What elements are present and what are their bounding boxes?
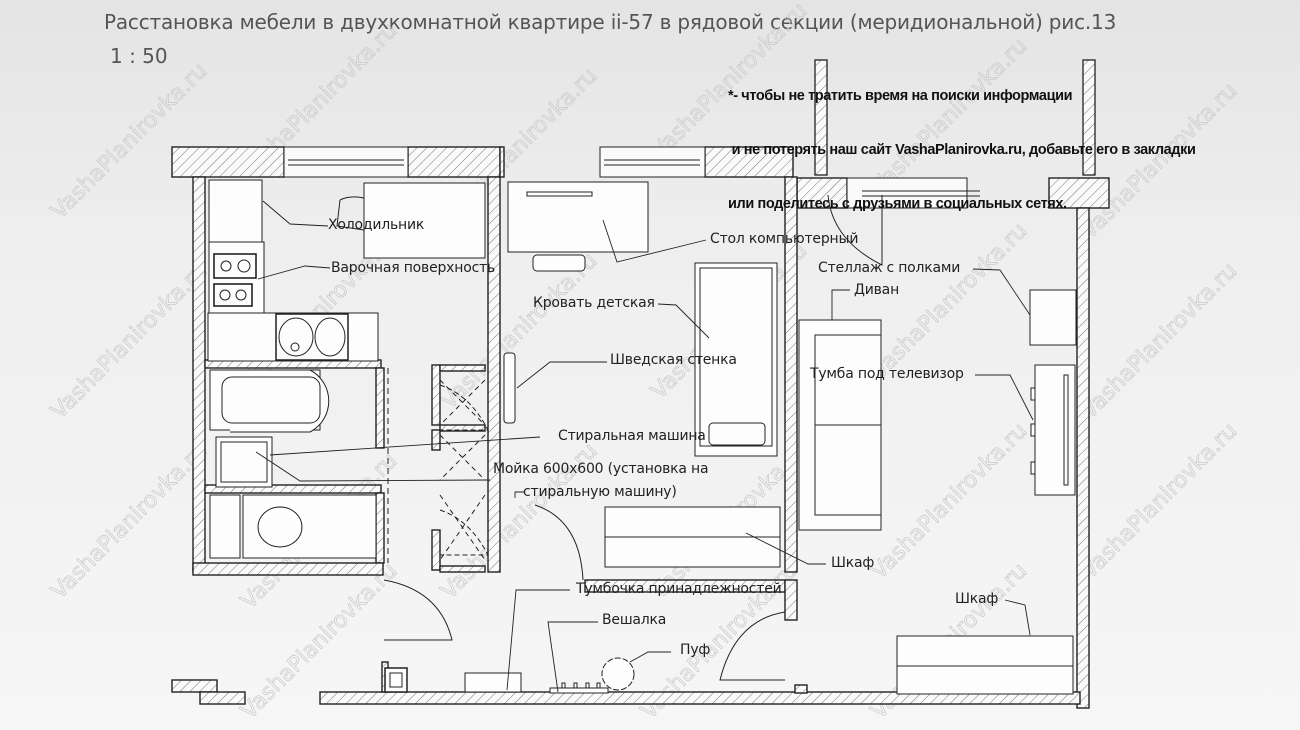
label-washing-machine: Стиральная машина [558,428,706,444]
tv-stand [1034,364,1076,496]
window-kitchen [283,146,409,178]
wall-bath-wc [204,484,382,494]
wardrobe-living [896,635,1074,695]
label-pouf: Пуф [680,642,711,658]
label-accessories-cabinet: Тумбочка принадлежностей [576,581,782,597]
fridge [208,179,263,243]
shelving [1029,289,1077,346]
door-child [534,504,584,581]
watermark-text: VashaPlanirovka.ru [47,438,213,604]
doors [383,194,883,681]
pouf [601,657,635,691]
cooktop-bottom [213,283,253,307]
accessories-cabinet [464,672,522,693]
bookmark-note: *- чтобы не тратить время на поиски инфо… [728,51,1196,231]
door-entry-bath [383,579,453,641]
swedish-wall [503,352,516,424]
wall-right [1076,207,1090,709]
watermark-text: VashaPlanirovka.ru [1077,258,1243,424]
label-wardrobe-child: Шкаф [831,555,875,571]
label-fridge: Холодильник [328,217,425,233]
wall-top-child-right [704,146,794,178]
note-line-3: или поделитесь с друзьями в социальных с… [728,196,1067,212]
label-sink-line-2: стиральную машину) [523,484,677,500]
balcony [814,59,1096,176]
wall-bottom [319,691,1081,705]
label-computer-desk: Стол компьютерный [710,231,859,247]
walls [171,146,1110,709]
balcony-wall-left [814,59,828,176]
label-wardrobe-living: Шкаф [955,591,999,607]
bed-pillow [708,422,766,446]
door-balcony [827,194,883,266]
toilet [257,506,303,548]
wall-kitchen-child [487,176,501,573]
toilet-cistern [209,494,241,559]
note-line-2: и не потерять наш сайт VashaPlanirovka.r… [728,142,1196,158]
watermark-text: VashaPlanirovka.ru [867,218,1033,384]
door-bath [439,384,489,431]
desk-chair [532,254,586,272]
label-sink-line-1: Мойка 600х600 (установка на [493,461,709,477]
furniture [207,179,1077,695]
leader-lines [255,200,1034,693]
watermark-text: VashaPlanirovka.ru [47,258,213,424]
chair [336,196,365,231]
window-living [846,177,968,209]
page-title: Расстановка мебели в двухкомнатной кварт… [104,10,1117,34]
wall-top-living-left [796,177,848,209]
label-cooktop: Варочная поверхность [331,260,496,276]
watermark-text: VashaPlanirovka.ru [47,58,213,224]
windows [283,146,980,209]
scale-label: 1 : 50 [110,44,168,68]
wall-left [192,176,206,573]
watermark-text: VashaPlanirovka.ru [867,418,1033,584]
label-tv-stand: Тумба под телевизор [810,366,964,382]
wall-child-living [784,176,798,573]
wall-bath-bottom [192,562,384,576]
balcony-wall-right [1082,59,1096,176]
door-living [719,611,786,681]
window-child [599,146,706,178]
label-sofa: Диван [854,282,900,298]
note-line-1: *- чтобы не тратить время на поиски инфо… [728,88,1073,104]
hanger [549,687,609,694]
label-shelving: Стеллаж с полками [818,260,961,276]
bathtub [221,376,321,424]
dining-table [363,182,486,259]
door-wc [439,509,489,556]
label-kids-bed: Кровать детская [533,295,655,311]
label-swedish-wall: Шведская стенка [610,352,737,368]
watermark-text: VashaPlanirovka.ru [1077,418,1243,584]
wall-top-kitchen-right [407,146,501,178]
wall-top-kitchen-left [171,146,285,178]
label-hanger: Вешалка [602,612,667,628]
